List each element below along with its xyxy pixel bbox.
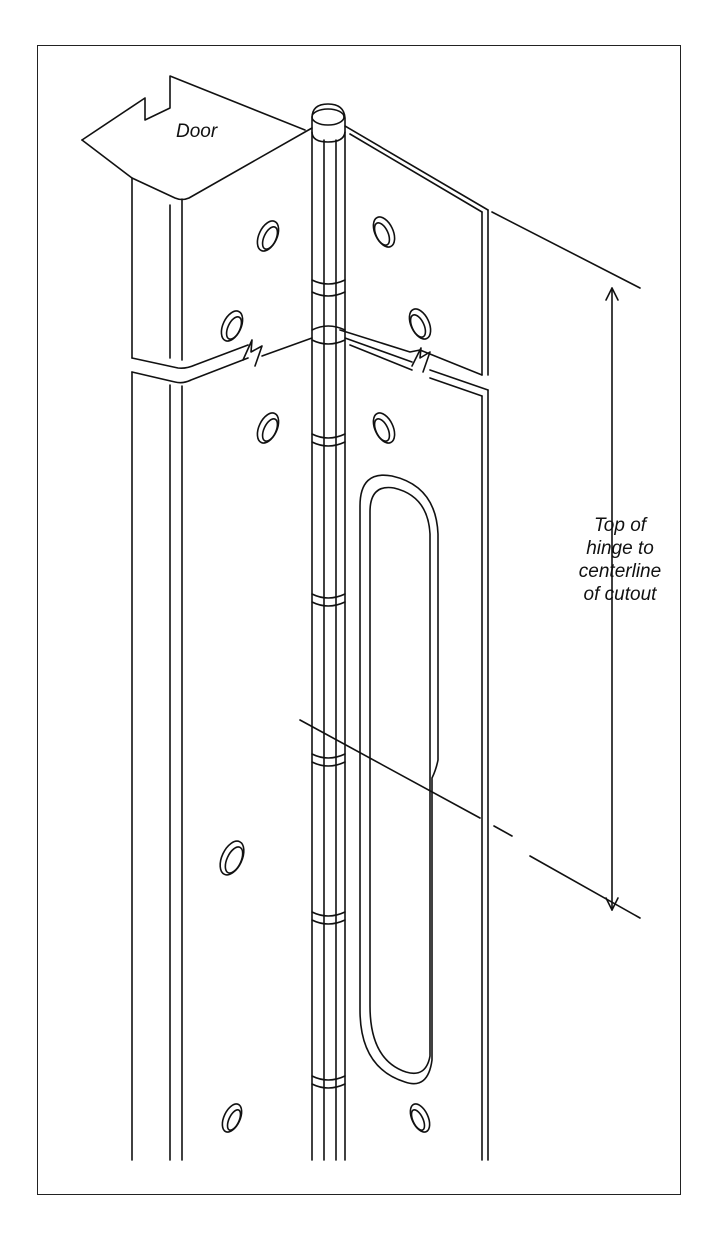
dimension-label-line: Top of [593,515,647,536]
screw-hole-icon [372,216,396,248]
screw-hole-icon [408,308,432,340]
door-label: Door [176,121,218,142]
diagram-frame [37,45,681,1195]
dimension-label-line: centerline [578,561,662,582]
screw-hole-icon [372,412,396,444]
right-leaf-lower [344,337,489,1161]
screw-hole-icon [256,220,280,252]
door-outline [81,75,306,359]
screw-hole-icon [221,1103,243,1133]
hinge-barrel [311,103,346,1161]
dimension-label: Top of hinge to centerline of cutout [560,514,680,606]
screw-hole-icon [219,840,245,876]
screw-hole-icon [256,412,280,444]
left-leaf-lower [131,337,313,1161]
dimension-lines [299,211,641,919]
cutout-slot [359,474,439,1085]
dimension-label-line: hinge to [586,538,654,559]
dimension-label-line: of cutout [583,584,657,605]
screw-holes [219,216,432,1133]
right-leaf-upper [339,125,489,376]
left-leaf-upper [131,127,313,369]
screw-hole-icon [220,310,244,342]
break-symbols [242,339,431,373]
screw-hole-icon [409,1103,431,1133]
